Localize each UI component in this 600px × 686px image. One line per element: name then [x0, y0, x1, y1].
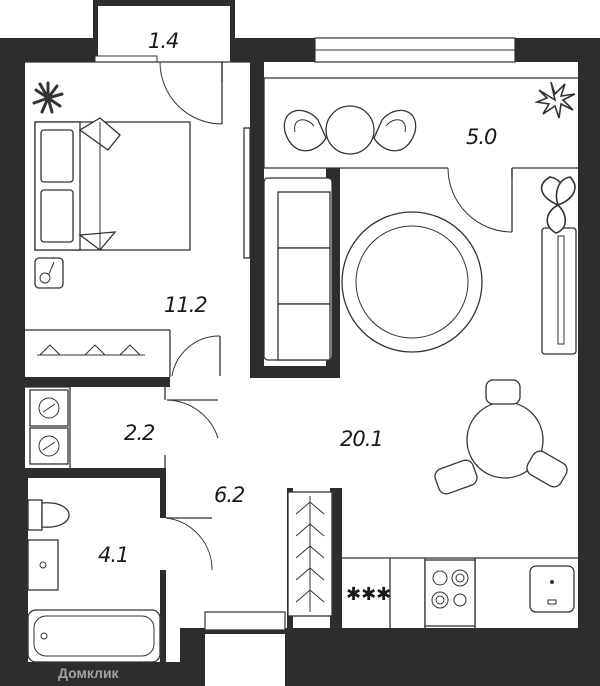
doors [159, 61, 513, 571]
kitchen-sink [529, 565, 575, 613]
dining-table [434, 379, 568, 495]
bathtub-icon [27, 609, 161, 663]
kitchen-dining-area-label: 5.0 [466, 125, 497, 149]
toilet-icon [27, 499, 70, 531]
kitchen-plant-icon [534, 81, 576, 119]
washing-machine-icon [29, 389, 69, 465]
bathroom-sink-icon [27, 539, 59, 591]
floor-lamp-icon [34, 257, 64, 289]
bedroom-area-label: 11.2 [164, 293, 207, 317]
laundry-area-label: 2.2 [124, 421, 155, 445]
balcony-area-label: 1.4 [148, 29, 178, 53]
bedroom-wardrobe-rail [37, 127, 251, 356]
living-plant-icon [540, 176, 576, 234]
windows [94, 37, 516, 631]
watermark-text: Домклик [58, 665, 120, 681]
sofa [263, 177, 333, 361]
kitchen-asterisks: ✱✱✱ [346, 584, 391, 605]
living-room-area-label: 20.1 [340, 427, 383, 451]
cooktop [424, 559, 476, 627]
round-rug [341, 211, 483, 353]
bathroom-area-label: 4.1 [98, 543, 128, 567]
kitchen-table [283, 105, 417, 155]
bedroom-plant-icon [32, 81, 64, 114]
tv-stand [541, 227, 577, 355]
hallway-area-label: 6.2 [214, 483, 245, 507]
bed [34, 117, 191, 251]
hallway-wardrobe [287, 491, 333, 617]
